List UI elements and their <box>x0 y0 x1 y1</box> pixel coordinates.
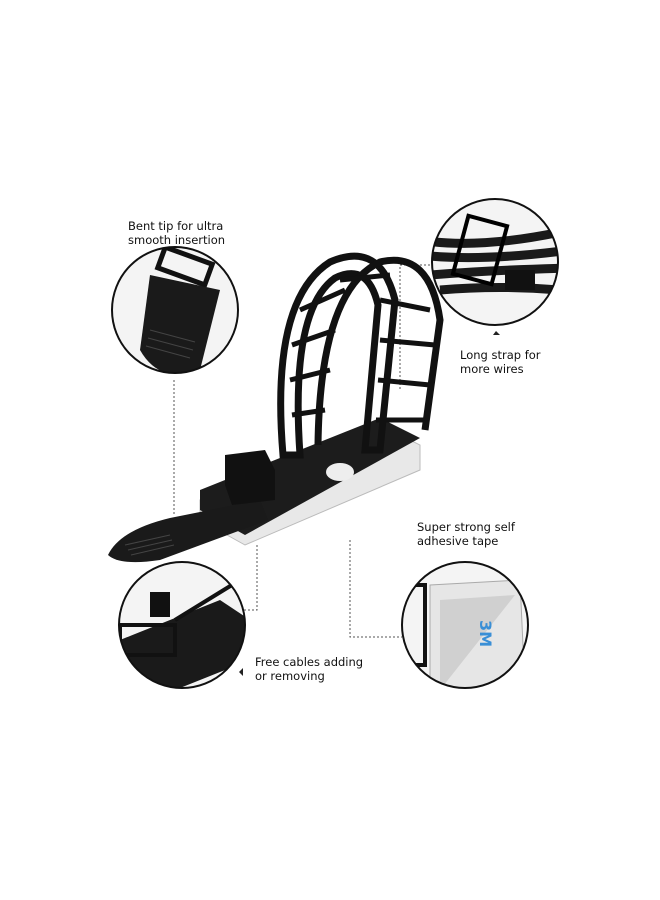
detail-adhesive-tape: 3M <box>401 561 529 689</box>
callout-bent-tip: Bent tip for ultra smooth insertion <box>128 219 225 247</box>
callout-text: adhesive tape <box>417 534 499 548</box>
detail-long-strap <box>431 198 559 326</box>
cable-clip-product <box>108 252 444 563</box>
callout-text: Super strong self <box>417 520 515 534</box>
detail-free-cables <box>118 561 246 689</box>
svg-text:3M: 3M <box>476 620 495 647</box>
callout-free-cables: Free cables adding or removing <box>255 655 363 683</box>
callout-text: Long strap for <box>460 348 541 362</box>
callout-text: Free cables adding <box>255 655 364 669</box>
callout-text: smooth insertion <box>128 233 226 247</box>
callout-text: more wires <box>460 362 524 376</box>
leader-lines <box>173 264 430 638</box>
callout-text: Bent tip for ultra <box>128 219 224 233</box>
detail-bent-tip <box>111 246 239 374</box>
callout-long-strap: Long strap for more wires <box>460 348 541 376</box>
callout-text: or removing <box>255 669 325 683</box>
callout-adhesive: Super strong self adhesive tape <box>417 520 515 548</box>
